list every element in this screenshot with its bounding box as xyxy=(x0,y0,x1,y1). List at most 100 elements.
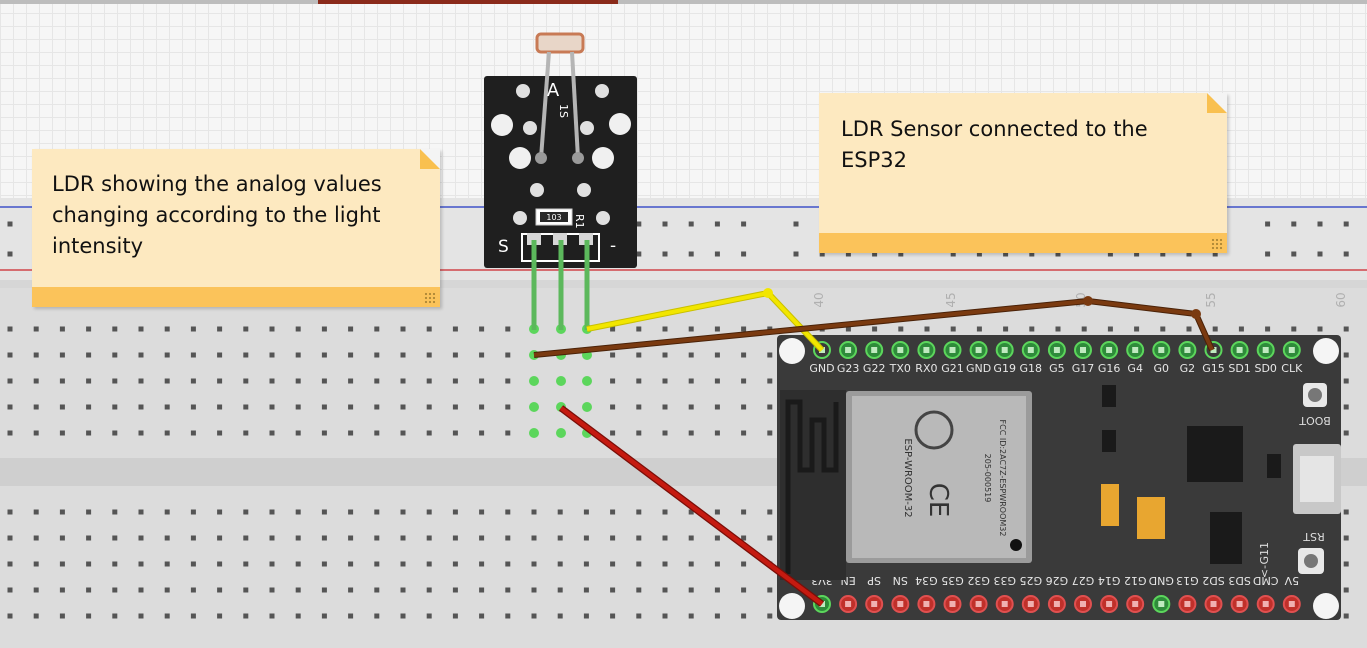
wire-bend-point[interactable] xyxy=(763,288,773,298)
breadboard-hole[interactable] xyxy=(295,326,301,332)
breadboard-hole[interactable] xyxy=(348,561,354,567)
breadboard-hole[interactable] xyxy=(741,535,747,541)
breadboard-hole[interactable] xyxy=(426,326,432,332)
active-hole[interactable] xyxy=(582,402,592,412)
breadboard-hole[interactable] xyxy=(374,613,380,619)
wire-bend-point[interactable] xyxy=(1083,296,1093,306)
breadboard-hole[interactable] xyxy=(217,587,223,593)
breadboard-hole[interactable] xyxy=(7,535,13,541)
breadboard-hole[interactable] xyxy=(583,561,589,567)
breadboard-hole[interactable] xyxy=(243,561,249,567)
breadboard-hole[interactable] xyxy=(1343,535,1349,541)
breadboard-hole[interactable] xyxy=(1003,326,1009,332)
breadboard-hole[interactable] xyxy=(295,587,301,593)
breadboard-hole[interactable] xyxy=(714,509,720,515)
breadboard-hole[interactable] xyxy=(767,509,773,515)
breadboard-hole[interactable] xyxy=(636,509,642,515)
breadboard-hole[interactable] xyxy=(86,352,92,358)
breadboard-hole[interactable] xyxy=(138,535,144,541)
breadboard-hole[interactable] xyxy=(741,613,747,619)
breadboard-hole[interactable] xyxy=(479,561,485,567)
breadboard-hole[interactable] xyxy=(505,352,511,358)
breadboard-hole[interactable] xyxy=(1134,251,1140,257)
breadboard-hole[interactable] xyxy=(741,404,747,410)
breadboard-hole[interactable] xyxy=(636,251,642,257)
breadboard-hole[interactable] xyxy=(1107,326,1113,332)
breadboard-hole[interactable] xyxy=(374,430,380,436)
breadboard-hole[interactable] xyxy=(610,509,616,515)
breadboard-hole[interactable] xyxy=(217,378,223,384)
breadboard-hole[interactable] xyxy=(505,613,511,619)
breadboard-hole[interactable] xyxy=(662,613,668,619)
breadboard-hole[interactable] xyxy=(86,587,92,593)
breadboard-hole[interactable] xyxy=(714,404,720,410)
breadboard-hole[interactable] xyxy=(1265,251,1271,257)
breadboard-hole[interactable] xyxy=(662,561,668,567)
breadboard-hole[interactable] xyxy=(7,221,13,227)
breadboard-hole[interactable] xyxy=(714,430,720,436)
breadboard-hole[interactable] xyxy=(610,326,616,332)
breadboard-hole[interactable] xyxy=(59,561,65,567)
breadboard-hole[interactable] xyxy=(59,430,65,436)
breadboard-hole[interactable] xyxy=(1212,326,1218,332)
breadboard-hole[interactable] xyxy=(1343,404,1349,410)
active-hole[interactable] xyxy=(556,376,566,386)
breadboard-hole[interactable] xyxy=(505,378,511,384)
resize-grip-icon[interactable] xyxy=(424,292,436,304)
breadboard-hole[interactable] xyxy=(86,378,92,384)
breadboard-hole[interactable] xyxy=(190,352,196,358)
active-hole[interactable] xyxy=(529,376,539,386)
breadboard-hole[interactable] xyxy=(1343,587,1349,593)
breadboard-hole[interactable] xyxy=(138,378,144,384)
breadboard-hole[interactable] xyxy=(138,430,144,436)
breadboard-hole[interactable] xyxy=(741,430,747,436)
breadboard-hole[interactable] xyxy=(636,587,642,593)
breadboard-hole[interactable] xyxy=(217,535,223,541)
breadboard-hole[interactable] xyxy=(636,378,642,384)
breadboard-hole[interactable] xyxy=(1029,326,1035,332)
breadboard-hole[interactable] xyxy=(400,613,406,619)
breadboard-hole[interactable] xyxy=(1291,251,1297,257)
breadboard-hole[interactable] xyxy=(1343,221,1349,227)
breadboard-hole[interactable] xyxy=(374,352,380,358)
breadboard-hole[interactable] xyxy=(1343,613,1349,619)
breadboard-hole[interactable] xyxy=(505,326,511,332)
breadboard-hole[interactable] xyxy=(1343,430,1349,436)
breadboard-hole[interactable] xyxy=(452,326,458,332)
breadboard-hole[interactable] xyxy=(1160,326,1166,332)
breadboard-hole[interactable] xyxy=(976,326,982,332)
breadboard-hole[interactable] xyxy=(426,561,432,567)
breadboard-hole[interactable] xyxy=(190,587,196,593)
breadboard-hole[interactable] xyxy=(688,221,694,227)
breadboard-hole[interactable] xyxy=(295,352,301,358)
breadboard-hole[interactable] xyxy=(269,613,275,619)
breadboard-hole[interactable] xyxy=(7,404,13,410)
breadboard-hole[interactable] xyxy=(33,352,39,358)
breadboard-hole[interactable] xyxy=(426,352,432,358)
breadboard-hole[interactable] xyxy=(426,613,432,619)
active-hole[interactable] xyxy=(529,428,539,438)
breadboard-hole[interactable] xyxy=(1265,326,1271,332)
breadboard-hole[interactable] xyxy=(295,378,301,384)
breadboard-hole[interactable] xyxy=(190,404,196,410)
breadboard-hole[interactable] xyxy=(400,535,406,541)
breadboard-hole[interactable] xyxy=(295,535,301,541)
breadboard-hole[interactable] xyxy=(374,404,380,410)
breadboard-hole[interactable] xyxy=(1055,251,1061,257)
breadboard-hole[interactable] xyxy=(217,404,223,410)
breadboard-hole[interactable] xyxy=(479,378,485,384)
breadboard-hole[interactable] xyxy=(610,378,616,384)
wire-bend-point[interactable] xyxy=(1191,309,1201,319)
breadboard-hole[interactable] xyxy=(662,326,668,332)
breadboard-hole[interactable] xyxy=(86,613,92,619)
breadboard-hole[interactable] xyxy=(295,430,301,436)
breadboard-hole[interactable] xyxy=(714,613,720,619)
breadboard-hole[interactable] xyxy=(217,352,223,358)
breadboard-hole[interactable] xyxy=(190,561,196,567)
breadboard-hole[interactable] xyxy=(767,326,773,332)
breadboard-hole[interactable] xyxy=(688,561,694,567)
breadboard-hole[interactable] xyxy=(59,326,65,332)
breadboard-hole[interactable] xyxy=(112,430,118,436)
breadboard-hole[interactable] xyxy=(269,561,275,567)
breadboard-hole[interactable] xyxy=(33,535,39,541)
